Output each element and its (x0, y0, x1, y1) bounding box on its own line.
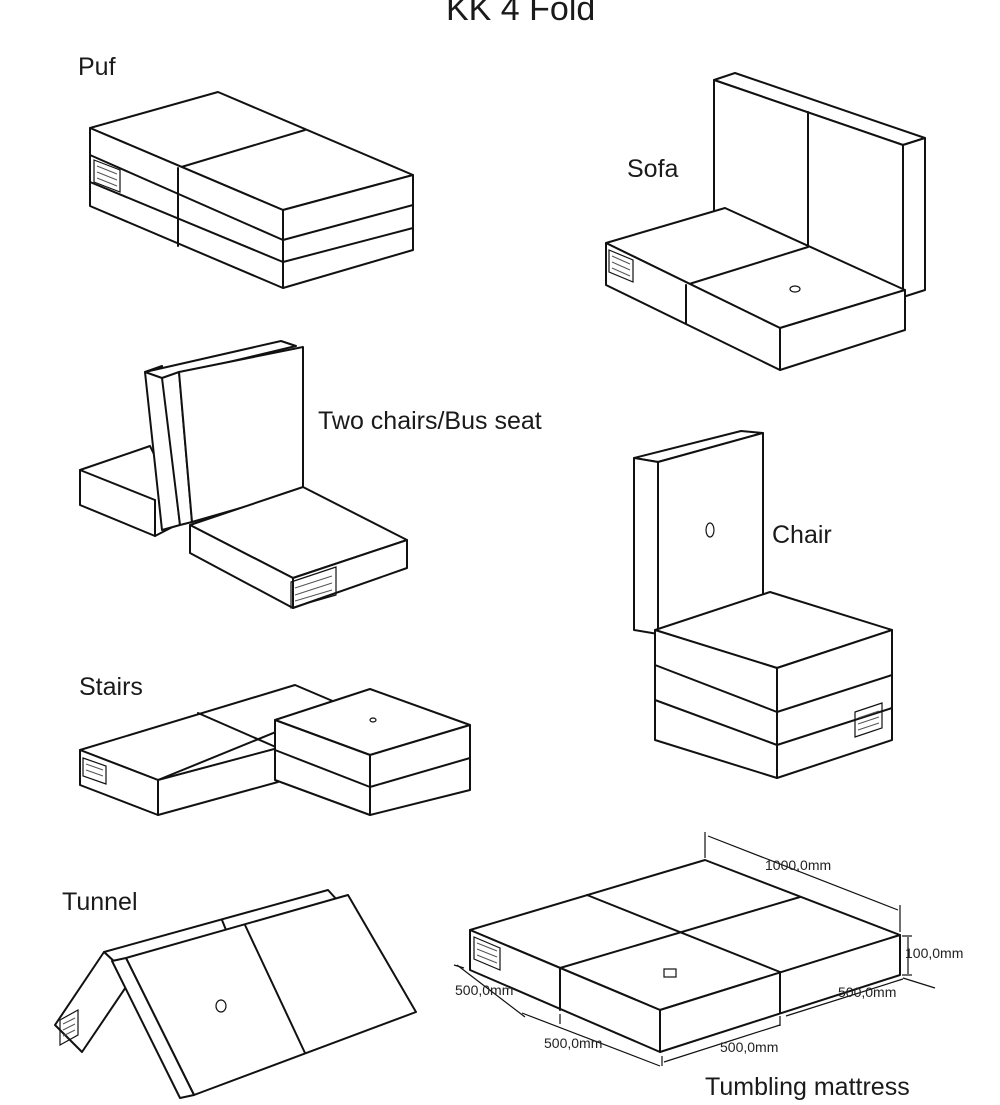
label-tumbling-mattress: Tumbling mattress (705, 1073, 910, 1101)
sofa-drawing (605, 72, 926, 371)
dimension-length: 1000,0mm (765, 857, 832, 873)
dimension-height: 100,0mm (905, 945, 964, 961)
dimension-width-right: 500,0mm (838, 984, 897, 1000)
label-chair: Chair (772, 521, 832, 549)
dimension-width-left: 500,0mm (455, 982, 514, 998)
diagram-title: KK 4 Fold (446, 0, 596, 28)
label-stairs: Stairs (79, 673, 143, 701)
tunnel-drawing (54, 889, 417, 1099)
label-sofa: Sofa (627, 155, 679, 183)
label-puf: Puf (78, 53, 116, 81)
tumbling-mattress-drawing (453, 832, 936, 1067)
chair-drawing (633, 430, 893, 779)
puf-drawing (89, 91, 414, 289)
two-chairs-drawing (79, 340, 408, 609)
dimension-front-right: 500,0mm (720, 1039, 779, 1055)
dimension-front-left: 500,0mm (544, 1035, 603, 1051)
label-tunnel: Tunnel (62, 888, 138, 916)
label-two-chairs: Two chairs/Bus seat (318, 407, 542, 435)
stairs-drawing (79, 684, 471, 816)
